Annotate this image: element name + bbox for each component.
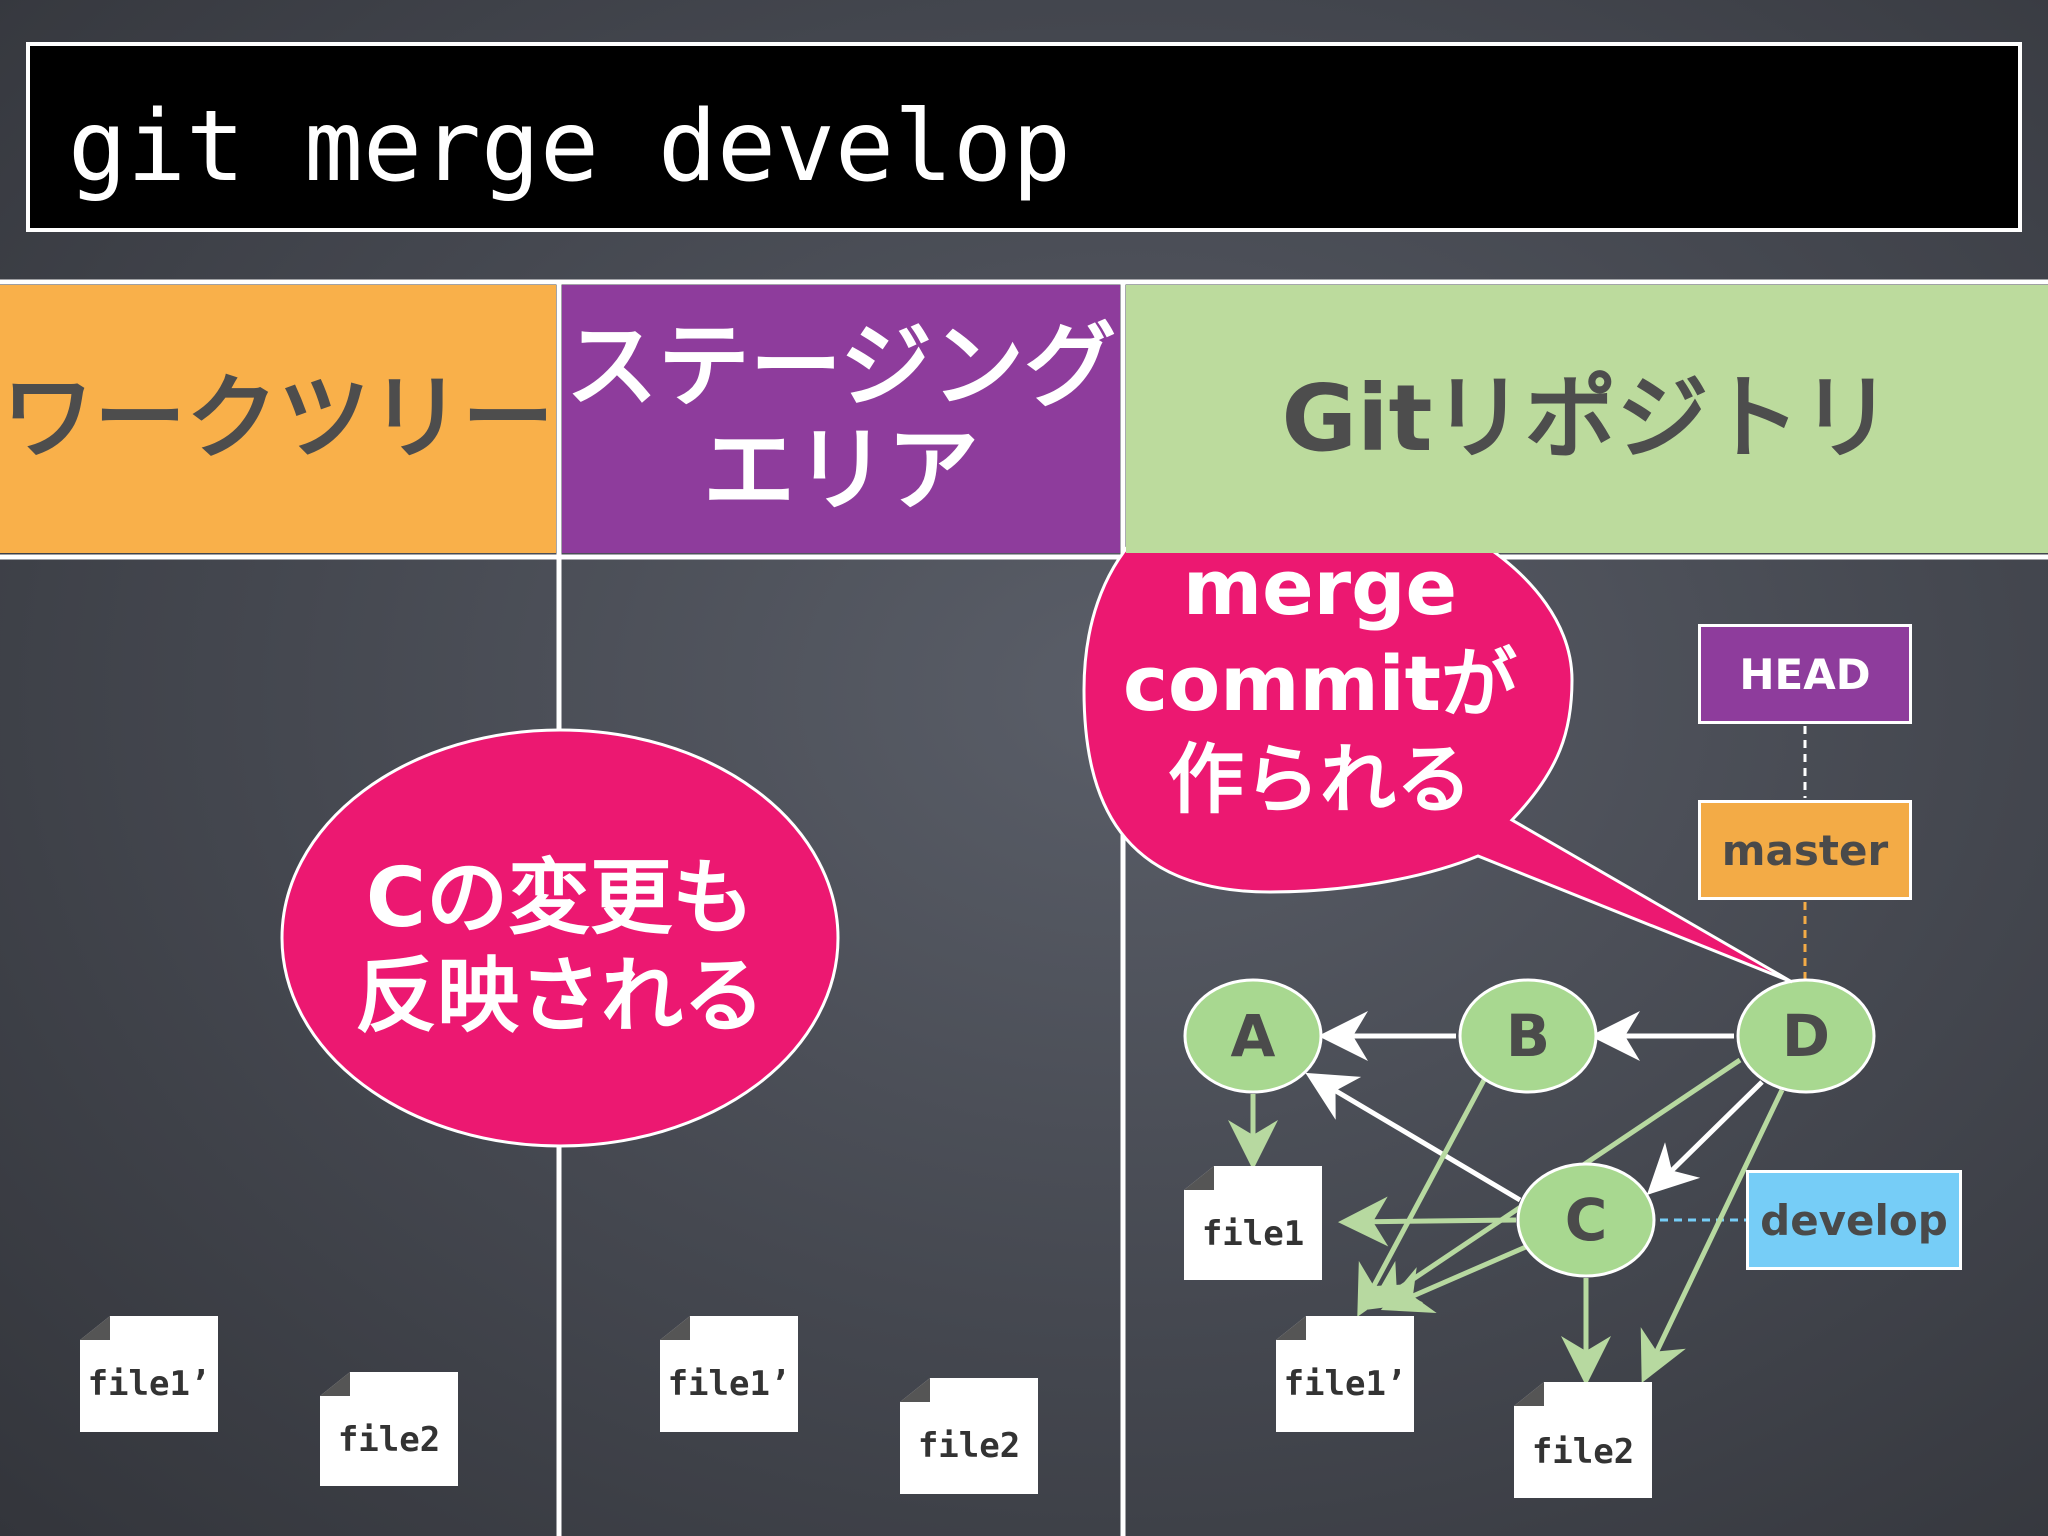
- repo-bubble-line2: commitが: [1122, 639, 1518, 728]
- arrow-d-to-c: [1646, 1080, 1764, 1196]
- staging-header-line1: ステージング: [565, 313, 1117, 420]
- worktree-bubble-line2: 反映される: [354, 949, 765, 1044]
- arrow-c-to-file1: [1338, 1196, 1517, 1247]
- file-icon-repo-file2: [1514, 1382, 1652, 1498]
- worktree-header: ワークツリー: [0, 285, 556, 553]
- repo-bubble: [1082, 480, 1793, 984]
- commit-label-a: A: [1230, 1002, 1276, 1070]
- stage-file1-label: file1’: [667, 1364, 791, 1404]
- commit-node-d: [1736, 978, 1876, 1094]
- worktree-bubble: [280, 728, 840, 1148]
- head-tag: HEAD: [1698, 624, 1912, 724]
- file-icon-stage-file1: [660, 1316, 798, 1432]
- commit-label-d: D: [1781, 1002, 1831, 1070]
- repo-file2-label: file2: [1531, 1432, 1635, 1472]
- staging-header: ステージング エリア: [562, 285, 1120, 553]
- repo-bubble-text: merge commitが 作られる: [1090, 540, 1550, 828]
- file-icon-repo-a-file1: [1184, 1166, 1322, 1280]
- work-file1-label: file1’: [87, 1364, 211, 1404]
- arrow-c-to-a: [1305, 1072, 1522, 1203]
- repo-file1mod-label: file1’: [1283, 1364, 1407, 1404]
- worktree-bubble-text: Cの変更も 反映される: [290, 850, 830, 1046]
- file-icon-repo-file1mod: [1276, 1316, 1414, 1432]
- command-title: git merge develop: [68, 90, 1072, 204]
- file-icon-stage-file2: [900, 1378, 1038, 1494]
- commit-node-c: [1516, 1162, 1656, 1278]
- worktree-bubble-line1: Cの変更も: [365, 851, 755, 946]
- master-branch-tag: master: [1698, 800, 1912, 900]
- repo-bubble-line1: merge: [1182, 543, 1458, 632]
- arrow-c-to-file1mod: [1380, 1243, 1529, 1313]
- commit-node-a: [1183, 978, 1323, 1094]
- commit-node-b: [1458, 978, 1598, 1094]
- commit-label-b: B: [1505, 1002, 1551, 1070]
- stage-file2-label: file2: [917, 1426, 1021, 1466]
- file-icon-work-file1: [80, 1316, 218, 1432]
- repository-header: Gitリポジトリ: [1126, 285, 2048, 553]
- repo-a-file1-label: file1: [1201, 1214, 1305, 1254]
- command-title-box: [26, 42, 2022, 232]
- worktree-header-label: ワークツリー: [1, 365, 554, 472]
- repo-bubble-line3: 作られる: [1168, 735, 1472, 824]
- file-icon-work-file2: [320, 1372, 458, 1486]
- staging-header-line2: エリア: [702, 417, 979, 524]
- develop-branch-tag: develop: [1746, 1170, 1962, 1270]
- arrow-d-to-file2: [1640, 1088, 1785, 1384]
- work-file2-label: file2: [337, 1420, 441, 1460]
- repository-header-label: Gitリポジトリ: [1281, 365, 1893, 472]
- commit-label-c: C: [1564, 1186, 1608, 1254]
